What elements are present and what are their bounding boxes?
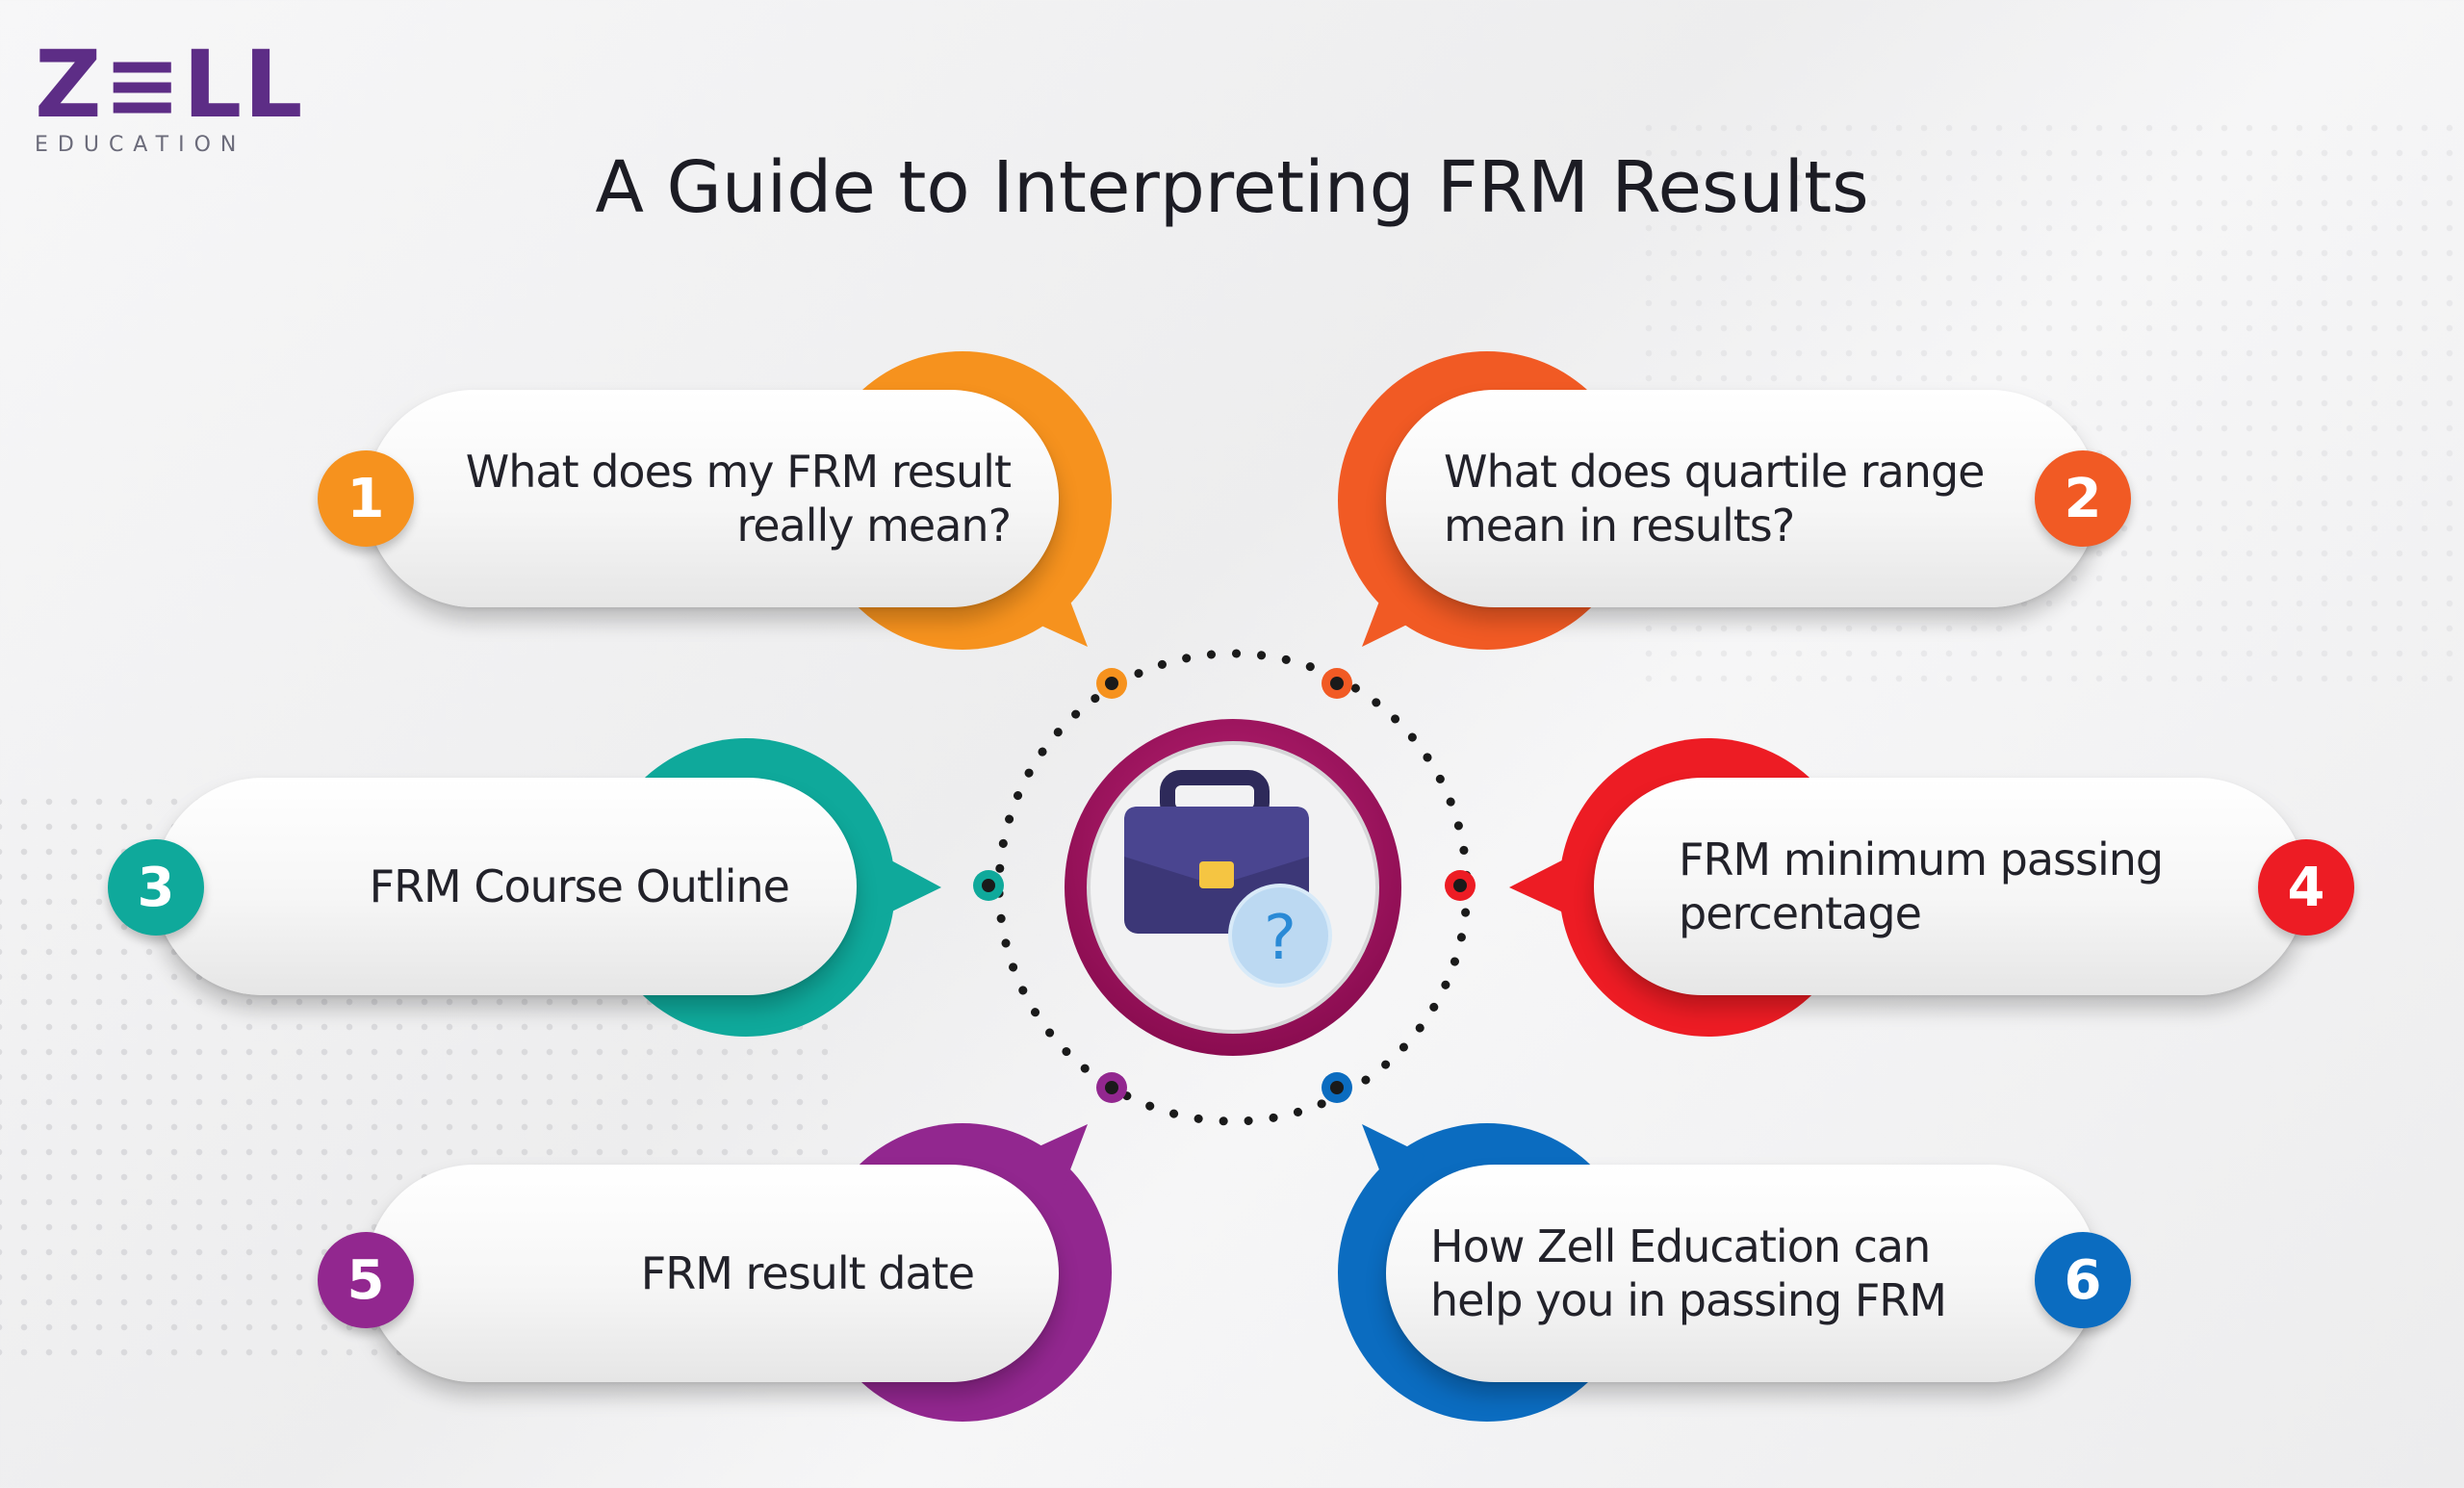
svg-text:?: ? bbox=[1264, 903, 1296, 974]
topic-1-line1: What does my FRM result bbox=[465, 445, 1012, 498]
topic-card-2[interactable]: What does quartile range mean in results… bbox=[1386, 390, 2098, 607]
badge-1: 1 bbox=[318, 450, 414, 547]
topic-5-line1: FRM result date bbox=[640, 1246, 975, 1299]
topic-4-line1: FRM minimum passing bbox=[1679, 833, 2164, 885]
topic-card-6[interactable]: How Zell Education can help you in passi… bbox=[1386, 1165, 2098, 1382]
orbit-node-1 bbox=[1096, 668, 1127, 699]
topic-card-1[interactable]: What does my FRM result really mean? bbox=[366, 390, 1059, 607]
orbit-node-5 bbox=[1096, 1072, 1127, 1103]
topic-6-line2: help you in passing FRM bbox=[1430, 1274, 1947, 1326]
orbit-node-3 bbox=[973, 870, 1004, 901]
topic-2-line1: What does quartile range bbox=[1444, 445, 1985, 498]
badge-2: 2 bbox=[2035, 450, 2131, 547]
badge-3: 3 bbox=[108, 839, 204, 936]
topic-card-5[interactable]: FRM result date bbox=[366, 1165, 1059, 1382]
badge-6: 6 bbox=[2035, 1232, 2131, 1328]
page-title: A Guide to Interpreting FRM Results bbox=[595, 146, 1869, 229]
briefcase-question-icon: ? bbox=[1124, 770, 1332, 988]
badge-5: 5 bbox=[318, 1232, 414, 1328]
orbit-node-6 bbox=[1322, 1072, 1352, 1103]
topic-2-line2: mean in results? bbox=[1444, 500, 1795, 552]
logo: Z≡LL EDUCATION bbox=[35, 38, 304, 157]
badge-4: 4 bbox=[2258, 839, 2354, 936]
topic-6-line1: How Zell Education can bbox=[1430, 1219, 1931, 1272]
orbit-node-2 bbox=[1322, 668, 1352, 699]
topic-4-line2: percentage bbox=[1679, 887, 1922, 939]
orbit-node-4 bbox=[1445, 870, 1476, 901]
topic-3-line1: FRM Course Outline bbox=[369, 859, 790, 912]
topic-card-4[interactable]: FRM minimum passing percentage bbox=[1594, 778, 2306, 995]
logo-mark: Z≡LL bbox=[35, 31, 305, 139]
topic-1-line2: really mean? bbox=[736, 500, 1012, 552]
logo-subtitle: EDUCATION bbox=[35, 133, 246, 157]
topic-card-3[interactable]: FRM Course Outline bbox=[154, 778, 857, 995]
